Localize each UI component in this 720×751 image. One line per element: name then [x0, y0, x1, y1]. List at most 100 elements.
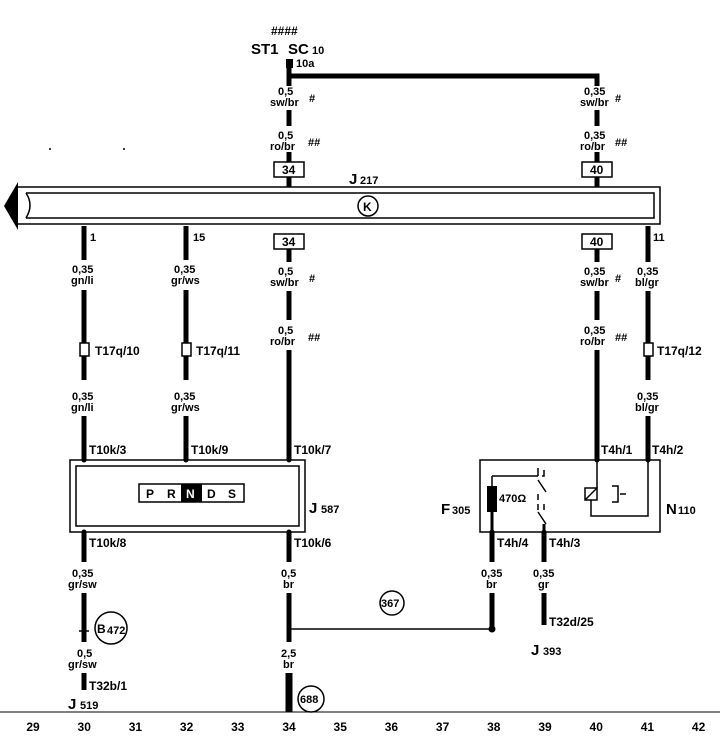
w30-size1: 0,35 — [72, 264, 93, 276]
axis-label-33: 33 — [231, 720, 245, 734]
connector-40-mid: 40 — [590, 235, 604, 249]
j217-arrow-left — [4, 182, 18, 230]
connector-t32d25: T32d/25 — [549, 615, 594, 629]
w34-top-mark1: # — [309, 93, 315, 105]
w39-bot-size: 0,35 — [533, 568, 554, 580]
w34-bot-color1: br — [283, 579, 295, 591]
j217-label: J — [349, 171, 357, 188]
w40-mid-size2: 0,35 — [584, 325, 605, 337]
w34-top-mark2: ## — [308, 137, 320, 149]
connector-34-top: 34 — [282, 163, 296, 177]
fuse-sc-sub: 10 — [312, 45, 324, 57]
w34-mid-size1: 0,5 — [278, 266, 293, 278]
j519-label: J — [68, 696, 76, 713]
gear-n: N — [186, 487, 195, 501]
ref-688: 688 — [300, 694, 318, 706]
axis-label-37: 37 — [436, 720, 450, 734]
axis-label-34: 34 — [282, 720, 296, 734]
gear-p: P — [146, 487, 154, 501]
w40-top-color2: ro/br — [580, 141, 606, 153]
gear-s: S — [228, 487, 236, 501]
connector-t10k7: T10k/7 — [294, 443, 332, 457]
w40-top-size2: 0,35 — [584, 130, 605, 142]
w40-mid-mark2: ## — [615, 332, 627, 344]
connector-34-mid: 34 — [282, 235, 296, 249]
j217-sub: 217 — [360, 175, 378, 187]
w34-bot-size2: 2,5 — [281, 648, 296, 660]
j587-pin-34-top — [286, 457, 292, 463]
axis-label-40: 40 — [590, 720, 604, 734]
fuse-sc: SC — [288, 41, 309, 58]
w38-bot-color: br — [486, 579, 498, 591]
w32-size1: 0,35 — [174, 264, 195, 276]
w34-mid-mark1: # — [309, 273, 315, 285]
ref-b472-circle — [94, 611, 128, 645]
w34-bot-color2: br — [283, 659, 295, 671]
fuse-pin: 10a — [296, 58, 315, 70]
j217-symbol-circle — [357, 195, 379, 217]
w30-color2: gn/li — [71, 402, 94, 414]
w34-mid-mark2: ## — [308, 332, 320, 344]
w34-top-size1: 0,5 — [278, 86, 293, 98]
fuse-hash: #### — [271, 24, 298, 38]
connector-t4h3: T4h/3 — [549, 536, 581, 550]
axis-label-35: 35 — [334, 720, 348, 734]
connector-t17q11: T17q/11 — [196, 344, 240, 358]
j587-pin-32-top — [183, 457, 189, 463]
connector-t10k6: T10k/6 — [294, 536, 332, 550]
w40-mid-color2: ro/br — [580, 336, 606, 348]
j217-inner — [26, 192, 655, 219]
w34-top-color2: ro/br — [270, 141, 296, 153]
axis-label-38: 38 — [487, 720, 501, 734]
n110-sub: 110 — [678, 505, 696, 517]
fuse-name: ST1 — [251, 41, 279, 58]
pin-1: 1 — [90, 232, 96, 244]
w41-color1: bl/gr — [635, 277, 660, 289]
w41-color2: bl/gr — [635, 402, 660, 414]
ref-367: 367 — [381, 598, 399, 610]
j519-sub: 519 — [80, 700, 98, 712]
w39-bot-color: gr — [538, 579, 550, 591]
gear-r: R — [167, 487, 176, 501]
w40-top-mark1: # — [615, 93, 621, 105]
w34-mid-size2: 0,5 — [278, 325, 293, 337]
w34-top-size2: 0,5 — [278, 130, 293, 142]
w40-mid-mark1: # — [615, 273, 621, 285]
axis-label-29: 29 — [26, 720, 40, 734]
ground-node-38 — [488, 625, 496, 633]
f305-label: F — [441, 501, 450, 518]
connector-t17q10-plug — [79, 342, 90, 357]
switch-lower — [537, 504, 547, 525]
axis-label-41: 41 — [641, 720, 655, 734]
j393-sub: 393 — [543, 646, 561, 658]
connector-t10k9: T10k/9 — [191, 443, 229, 457]
w40-mid-color1: sw/br — [580, 277, 609, 289]
w34-mid-color2: ro/br — [270, 336, 296, 348]
resistor-470 — [487, 486, 497, 512]
fuse-terminal — [286, 59, 293, 68]
n110-outer — [479, 459, 661, 533]
axis-label-36: 36 — [385, 720, 399, 734]
w30-bot-size1: 0,35 — [72, 568, 93, 580]
w38-bot-size: 0,35 — [481, 568, 502, 580]
w40-top-size1: 0,35 — [584, 86, 605, 98]
connector-t10k3: T10k/3 — [89, 443, 127, 457]
w41-size1: 0,35 — [637, 266, 658, 278]
f305-sub: 305 — [452, 505, 470, 517]
w32-size2: 0,35 — [174, 391, 195, 403]
j393-label: J — [531, 642, 539, 659]
connector-t4h4: T4h/4 — [497, 536, 529, 550]
j217-symbol: K — [363, 200, 372, 214]
n110-valve — [612, 485, 626, 503]
connector-40-top: 40 — [590, 163, 604, 177]
w30-bot-color2: gr/sw — [68, 659, 97, 671]
connector-t10k8: T10k/8 — [89, 536, 127, 550]
resistor-value: 470Ω — [499, 493, 526, 505]
w40-mid-size1: 0,35 — [584, 266, 605, 278]
axis-label-30: 30 — [78, 720, 92, 734]
w34-mid-color1: sw/br — [270, 277, 299, 289]
pin-15: 15 — [193, 232, 205, 244]
w40-top-color1: sw/br — [580, 97, 609, 109]
connector-t4h1: T4h/1 — [601, 443, 633, 457]
